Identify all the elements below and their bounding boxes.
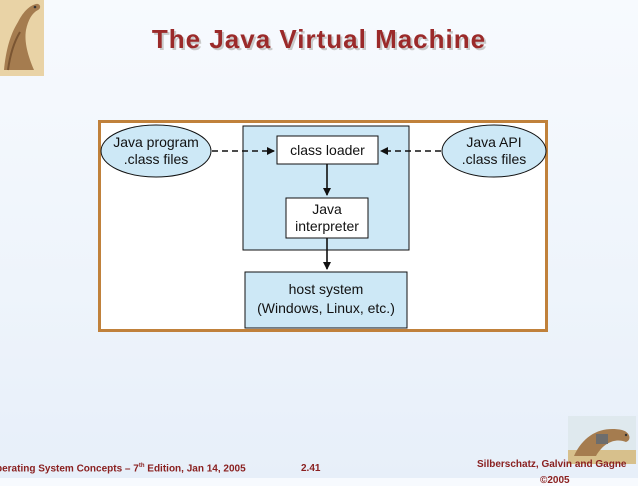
class-loader-label: class loader	[290, 142, 365, 158]
java-program-oval	[100, 124, 212, 178]
host-system-box	[244, 271, 408, 329]
slide-title: The Java Virtual Machine	[151, 24, 487, 54]
footer-copyright: ©2005	[540, 475, 570, 486]
dinosaur-corner-art-bottom	[568, 416, 636, 464]
footer-page-number: 2.41	[301, 463, 321, 474]
java-api-label-line2: .class files	[462, 151, 527, 167]
java-program-label-line1: Java program	[113, 134, 199, 150]
interpreter-label-line2: interpreter	[295, 218, 359, 234]
jvm-diagram: host system (Windows, Linux, etc.) class…	[100, 124, 547, 329]
footer-authors: Silberschatz, Galvin and Gagne	[477, 459, 627, 470]
interpreter-box	[285, 197, 369, 239]
class-loader-box	[276, 135, 379, 165]
java-api-label-line1: Java API	[466, 134, 521, 150]
host-system-label-line2: (Windows, Linux, etc.)	[257, 300, 395, 316]
host-system-label-line1: host system	[289, 281, 364, 297]
java-program-label-line2: .class files	[124, 151, 189, 167]
java-api-oval	[441, 124, 547, 178]
interpreter-label-line1: Java	[312, 201, 342, 217]
footer-course-title: perating System Concepts – 7th Edition, …	[0, 462, 246, 474]
dinosaur-corner-art-top	[0, 0, 44, 76]
